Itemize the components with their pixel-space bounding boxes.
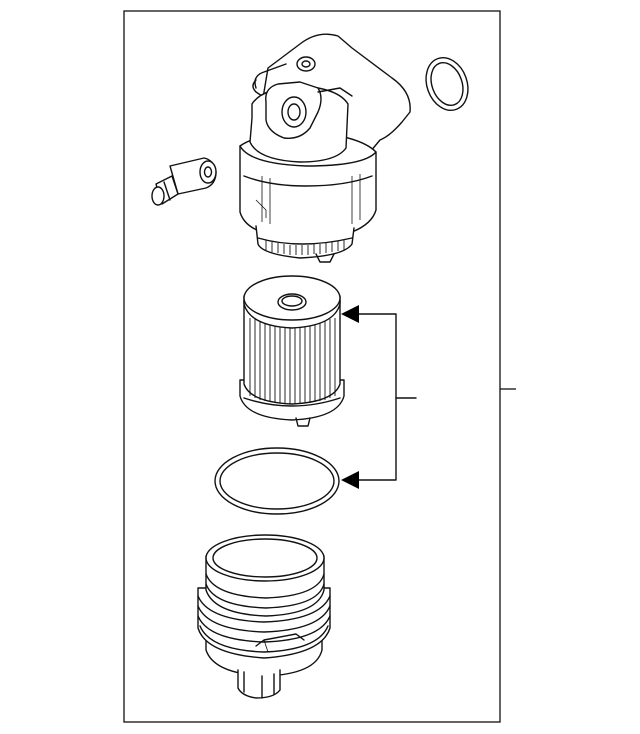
filter-cap [197,534,331,699]
arrow-to-o-ring [341,471,359,489]
arrow-to-filter-element [341,305,359,323]
sensor-plug [151,157,217,206]
cap-o-ring [214,447,340,515]
diagram-frame [123,10,501,723]
filter-element [239,275,345,427]
oil-filter-housing [239,33,411,263]
callout-bracket [341,305,417,489]
housing-seal-ring [425,57,469,111]
